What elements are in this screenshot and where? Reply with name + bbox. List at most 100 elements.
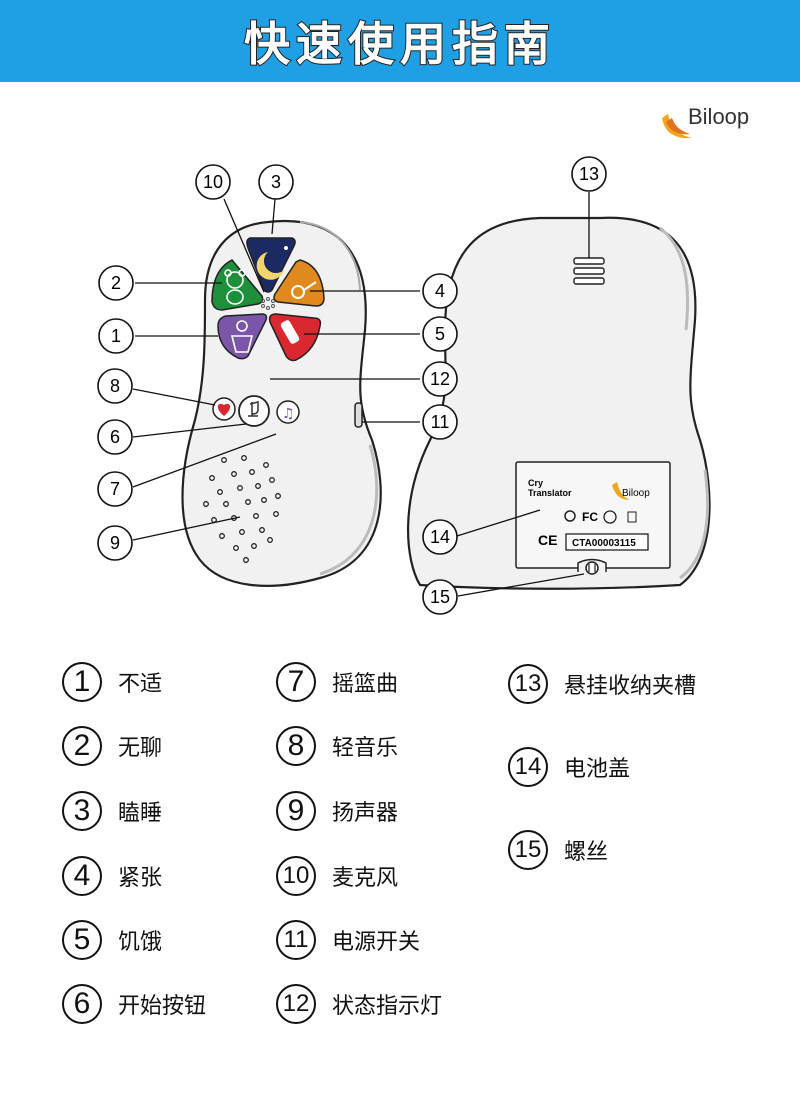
legend-item: 12 状态指示灯 <box>276 981 442 1027</box>
heart-icon <box>217 403 231 416</box>
legend-label: 紧张 <box>118 866 163 891</box>
legend-label: 悬挂收纳夹槽 <box>564 674 697 699</box>
page-title: 快速使用指南 <box>243 16 556 72</box>
svg-text:15: 15 <box>430 587 450 607</box>
legend-number: 11 <box>276 920 316 960</box>
nervous-button[interactable] <box>273 259 325 307</box>
legend-number: 6 <box>62 984 102 1024</box>
legend-label: 摇篮曲 <box>332 672 399 697</box>
ul-mark-icon <box>603 510 617 524</box>
callout-9: 9 <box>97 525 133 561</box>
svg-text:3: 3 <box>271 172 281 192</box>
callout-1: 1 <box>98 318 134 354</box>
device-diagram: ♫ Cry Translator Biloop <box>97 156 711 615</box>
hand-icon <box>248 401 259 417</box>
legend-label: 饥饿 <box>118 930 163 955</box>
callout-14: 14 <box>422 519 458 555</box>
microphone-holes <box>261 297 275 310</box>
brand-name: Biloop <box>688 104 750 129</box>
legend-label: 螺丝 <box>564 840 609 865</box>
svg-text:2: 2 <box>111 273 121 293</box>
callout-3: 3 <box>258 164 294 200</box>
legend-label: 开始按钮 <box>118 994 207 1019</box>
teddy-bear-icon <box>224 269 246 305</box>
speaker-holes <box>203 455 281 563</box>
recycle-icon <box>564 510 576 522</box>
callout-10: 10 <box>195 164 231 200</box>
legend-label: 无聊 <box>118 736 163 761</box>
legend-item: 3 瞌睡 <box>62 788 162 834</box>
baby-diaper-icon <box>230 320 254 353</box>
legend-item: 2 无聊 <box>62 723 162 769</box>
front-device: ♫ <box>181 219 382 587</box>
callout-5: 5 <box>422 316 458 352</box>
legend-item: 4 紧张 <box>62 853 162 899</box>
clip-slot <box>573 257 605 285</box>
svg-text:12: 12 <box>430 369 450 389</box>
legend-label: 电池盖 <box>564 757 631 782</box>
legend-label: 麦克风 <box>332 866 399 891</box>
callout-13: 13 <box>571 156 607 192</box>
svg-text:8: 8 <box>110 376 120 396</box>
back-device: Cry Translator Biloop FC CE CTA00003115 <box>406 216 711 590</box>
legend-number: 13 <box>508 664 548 704</box>
callout-12: 12 <box>422 361 458 397</box>
legend-number: 8 <box>276 726 316 766</box>
svg-text:6: 6 <box>110 427 120 447</box>
legend-label: 不适 <box>118 672 163 697</box>
power-switch[interactable] <box>354 402 363 428</box>
legend-number: 7 <box>276 662 316 702</box>
legend-item: 1 不适 <box>62 659 162 705</box>
bin-icon <box>627 511 637 523</box>
legend-number: 9 <box>276 791 316 831</box>
legend-item: 5 饥饿 <box>62 917 162 963</box>
legend-item: 7 摇篮曲 <box>276 659 398 705</box>
legend-item: 8 轻音乐 <box>276 723 398 769</box>
start-button[interactable] <box>238 395 270 427</box>
back-label-line2: Translator <box>528 488 572 498</box>
legend-number: 12 <box>276 984 316 1024</box>
svg-text:14: 14 <box>430 527 450 547</box>
legend-item: 10 麦克风 <box>276 853 398 899</box>
legend-item: 9 扬声器 <box>276 788 398 834</box>
legend-number: 3 <box>62 791 102 831</box>
svg-text:1: 1 <box>111 326 121 346</box>
serial-number: CTA00003115 <box>572 538 636 549</box>
legend-label: 轻音乐 <box>332 736 399 761</box>
legend-label: 瞌睡 <box>118 801 163 826</box>
brand-logo: Biloop <box>658 100 778 146</box>
legend-number: 2 <box>62 726 102 766</box>
svg-text:13: 13 <box>579 164 599 184</box>
callout-11: 11 <box>422 404 458 440</box>
callout-4: 4 <box>422 273 458 309</box>
legend-number: 5 <box>62 920 102 960</box>
svg-text:11: 11 <box>431 412 450 432</box>
svg-text:7: 7 <box>110 479 120 499</box>
sleepy-button[interactable] <box>246 237 296 293</box>
legend-item: 13 悬挂收纳夹槽 <box>508 661 696 707</box>
screw <box>585 561 599 575</box>
legend-item: 6 开始按钮 <box>62 981 206 1027</box>
back-label-brand: Biloop <box>622 488 650 499</box>
legend-number: 1 <box>62 662 102 702</box>
legend-item: 15 螺丝 <box>508 827 608 873</box>
svg-text:4: 4 <box>435 281 445 301</box>
legend-number: 10 <box>276 856 316 896</box>
music-note-icon: ♫ <box>282 406 295 422</box>
header-bar: 快速使用指南 <box>0 0 800 82</box>
pacifier-icon <box>291 281 317 299</box>
legend-item: 11 电源开关 <box>276 917 420 963</box>
back-label-line1: Cry <box>528 478 543 488</box>
callout-circles: 1 2 3 4 5 6 7 8 9 10 11 12 13 14 15 <box>97 156 607 615</box>
callout-8: 8 <box>97 368 133 404</box>
bottle-icon <box>280 320 300 344</box>
lullaby-button[interactable] <box>276 400 300 424</box>
swoosh-icon <box>662 114 692 139</box>
ce-mark: CE <box>538 532 557 548</box>
legend-number: 15 <box>508 830 548 870</box>
callout-lines <box>132 192 590 597</box>
mini-swoosh-icon <box>612 482 630 500</box>
svg-text:9: 9 <box>110 533 120 553</box>
fc-mark: FC <box>582 510 598 524</box>
callout-2: 2 <box>98 265 134 301</box>
